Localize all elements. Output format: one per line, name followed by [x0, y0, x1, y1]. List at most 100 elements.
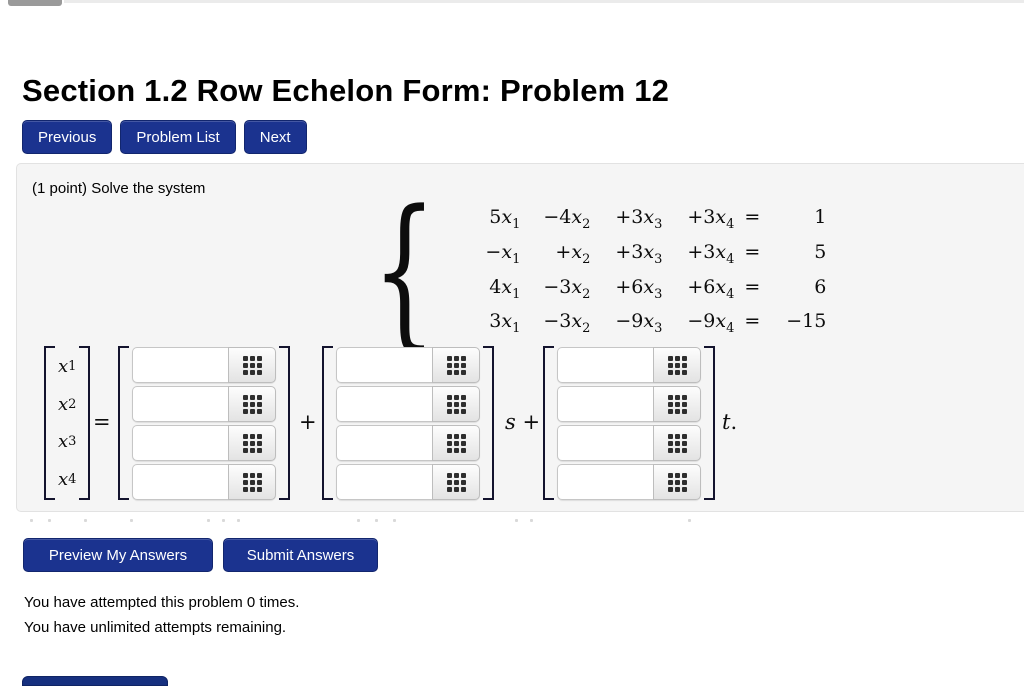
previous-button[interactable]: Previous: [22, 120, 113, 154]
problem-prompt: (1 point) Solve the system: [32, 180, 205, 197]
cutoff-artifact: [30, 519, 33, 522]
answer-input[interactable]: [132, 347, 228, 383]
equation-editor-button[interactable]: [653, 464, 701, 500]
answer-input-group: [132, 425, 276, 461]
answer-input[interactable]: [132, 425, 228, 461]
cutoff-artifact: [207, 519, 210, 522]
points-label: (1 point): [32, 180, 88, 197]
page-title: Section 1.2 Row Echelon Form: Problem 12: [22, 72, 670, 108]
grid-icon: [667, 394, 687, 414]
equation-term: −3x2: [543, 310, 591, 337]
answer-input[interactable]: [132, 464, 228, 500]
equation-term: −x1: [485, 240, 521, 267]
answer-input-group: [557, 425, 701, 461]
grid-icon: [667, 355, 687, 375]
equation-editor-button[interactable]: [228, 347, 276, 383]
problem-nav: Previous Problem List Next: [22, 120, 307, 154]
grid-icon: [242, 433, 262, 453]
left-bracket: [118, 346, 129, 500]
prompt-text: Solve the system: [91, 180, 206, 197]
cutoff-artifact: [84, 519, 87, 522]
left-bracket: [543, 346, 554, 500]
answer-input[interactable]: [336, 386, 432, 422]
grid-icon: [446, 472, 466, 492]
plus-sign: +: [299, 410, 317, 434]
answer-column: [129, 346, 279, 500]
left-bracket: [322, 346, 333, 500]
answer-input[interactable]: [336, 425, 432, 461]
answer-input[interactable]: [557, 386, 653, 422]
answer-vector-2: [322, 346, 494, 500]
equation-term: 5x1: [489, 206, 521, 232]
answer-input-group: [132, 347, 276, 383]
equation-editor-button[interactable]: [432, 347, 480, 383]
answer-input-group: [336, 464, 480, 500]
preview-answers-button[interactable]: Preview My Answers: [23, 538, 213, 572]
equation-equals: =: [744, 240, 761, 263]
equation-term: +x2: [555, 240, 591, 267]
equation-term: 3x1: [489, 310, 521, 337]
cutoff-artifact: [130, 519, 133, 522]
attempts-remaining: You have unlimited attempts remaining.: [24, 619, 287, 636]
equation-editor-button[interactable]: [653, 347, 701, 383]
equation-term: +3x4: [687, 206, 735, 232]
cutoff-artifact: [48, 519, 51, 522]
submit-answers-button[interactable]: Submit Answers: [223, 538, 378, 572]
cutoff-button[interactable]: [22, 676, 168, 686]
answer-input[interactable]: [557, 347, 653, 383]
left-brace: {: [372, 175, 437, 367]
equation-term: −3x2: [543, 275, 591, 302]
equation-rhs: −15: [786, 310, 827, 333]
equation-editor-button[interactable]: [653, 386, 701, 422]
equation-term: +6x4: [687, 275, 735, 302]
equation-rhs: 1: [814, 206, 827, 228]
answer-input-group: [132, 464, 276, 500]
equation-equals: =: [744, 275, 761, 298]
answer-input-group: [557, 347, 701, 383]
equation-editor-button[interactable]: [653, 425, 701, 461]
attempts-status: You have attempted this problem 0 times.: [24, 594, 300, 611]
cutoff-artifact: [222, 519, 225, 522]
grid-icon: [446, 394, 466, 414]
equation-editor-button[interactable]: [228, 464, 276, 500]
cutoff-artifact: [393, 519, 396, 522]
cutoff-artifact: [357, 519, 360, 522]
answer-input-group: [336, 425, 480, 461]
grid-icon: [242, 394, 262, 414]
equation-rhs: 6: [814, 275, 827, 298]
answer-input[interactable]: [336, 347, 432, 383]
grid-icon: [446, 355, 466, 375]
equation-editor-button[interactable]: [432, 386, 480, 422]
answer-input[interactable]: [132, 386, 228, 422]
right-bracket: [483, 346, 494, 500]
grid-icon: [667, 472, 687, 492]
equation-term: +3x3: [615, 240, 663, 267]
equation-editor-button[interactable]: [432, 425, 480, 461]
equation-equals: =: [744, 206, 761, 228]
equation-term: −4x2: [543, 206, 591, 232]
equation-editor-button[interactable]: [228, 425, 276, 461]
equation-term: +3x3: [615, 206, 663, 232]
equation-term: +3x4: [687, 240, 735, 267]
equation-equals: =: [744, 310, 761, 333]
equation-editor-button[interactable]: [228, 386, 276, 422]
answer-input[interactable]: [336, 464, 432, 500]
answer-column: [554, 346, 704, 500]
answer-input-group: [336, 386, 480, 422]
grid-icon: [446, 433, 466, 453]
cutoff-artifact: [688, 519, 691, 522]
right-bracket: [279, 346, 290, 500]
s-coefficient-label: s +: [505, 410, 541, 434]
equation-editor-button[interactable]: [432, 464, 480, 500]
answer-input-group: [557, 464, 701, 500]
answer-input[interactable]: [557, 425, 653, 461]
equals-sign: =: [93, 410, 111, 434]
answer-input[interactable]: [557, 464, 653, 500]
problem-list-button[interactable]: Problem List: [120, 120, 236, 154]
next-button[interactable]: Next: [243, 120, 307, 154]
answer-input-group: [557, 386, 701, 422]
t-coefficient-label: t.: [722, 410, 738, 434]
